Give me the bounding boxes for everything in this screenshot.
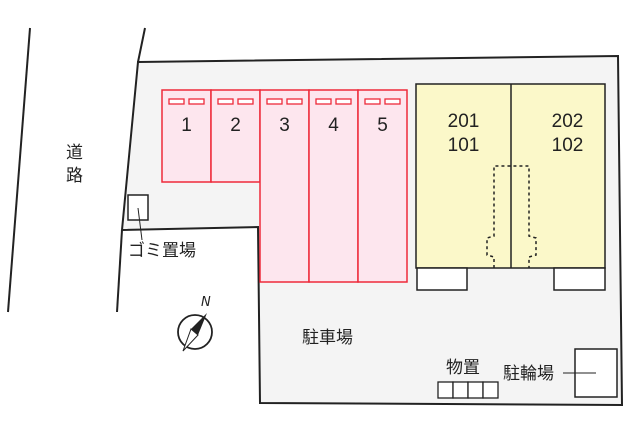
- compass-north-label: N: [201, 295, 211, 310]
- wheel-stop: [286, 98, 303, 105]
- wheel-stop: [315, 98, 332, 105]
- parking-slot-number: 3: [279, 115, 290, 136]
- unit-201-label: 201: [447, 111, 480, 132]
- unit-202-label: 202: [551, 111, 584, 132]
- unit-102-label: 102: [551, 135, 584, 156]
- parking-label: 駐車場: [302, 328, 353, 348]
- storage-label: 物置: [446, 358, 480, 378]
- parking-slot-number: 2: [230, 115, 241, 136]
- parking-slot-number: 5: [377, 115, 388, 136]
- wheel-stop: [217, 98, 234, 105]
- wheel-stop: [335, 98, 352, 105]
- road-label-1: 道: [66, 143, 83, 163]
- road-label-2: 路: [66, 166, 83, 186]
- stoop-right: [553, 267, 606, 291]
- parking-slot: [259, 89, 310, 283]
- garbage-label: ゴミ置場: [128, 241, 196, 261]
- compass-icon: [177, 313, 213, 352]
- parking-slots: [161, 89, 408, 283]
- garbage-box: [127, 194, 149, 221]
- wheel-stop: [237, 98, 254, 105]
- parking-slot: [357, 89, 408, 283]
- road-edge-right: [137, 27, 146, 63]
- storage-boxes: [437, 381, 499, 399]
- unit-101-label: 101: [447, 135, 480, 156]
- lot-boundary: [116, 229, 123, 313]
- unit-right: 202 102: [520, 110, 615, 158]
- parking-slot-number: 4: [328, 115, 339, 136]
- wheel-stop: [188, 98, 205, 105]
- wheel-stop: [364, 98, 381, 105]
- wheel-stop: [168, 98, 185, 105]
- unit-left: 201 101: [416, 110, 511, 158]
- parking-slot-number: 1: [181, 115, 192, 136]
- stoop-left: [416, 267, 468, 291]
- road-edge-left: [7, 27, 31, 313]
- bicycle-parking-label: 駐輪場: [503, 364, 554, 384]
- wheel-stop: [266, 98, 283, 105]
- garbage-leader: [137, 207, 143, 241]
- parking-slot: [161, 89, 212, 183]
- wheel-stop: [384, 98, 401, 105]
